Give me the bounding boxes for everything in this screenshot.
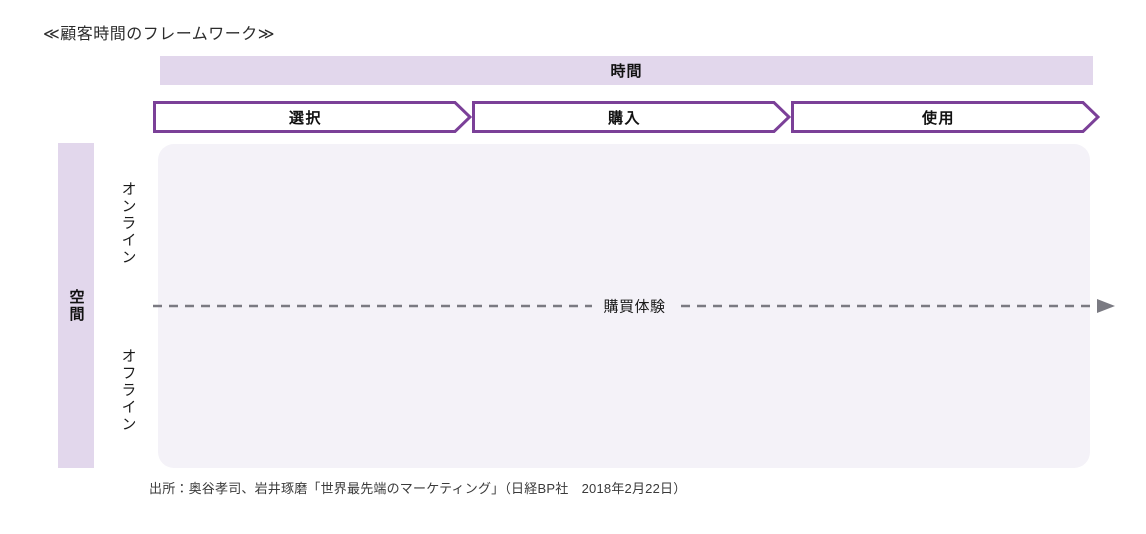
space-segment-label-online: オンライン: [119, 180, 137, 266]
space-axis-label: 空間: [67, 288, 85, 323]
time-axis-band: 時間: [160, 56, 1093, 85]
stage-chevron-selection[interactable]: 選択: [153, 101, 472, 133]
source-note: 出所：奥谷孝司、岩井琢磨「世界最先端のマーケティング」（日経BP社 2018年2…: [149, 481, 687, 496]
stage-chevron-usage[interactable]: 使用: [791, 101, 1100, 133]
purchase-experience-axis: 購買体験: [153, 294, 1116, 318]
space-segment-label-offline: オフライン: [119, 347, 137, 433]
page-title: ≪顧客時間のフレームワーク≫: [43, 26, 276, 43]
arrowhead-right-icon: [1097, 299, 1115, 313]
stage-chevron-row: 選択 購入 使用: [153, 101, 1100, 133]
time-axis-label: 時間: [610, 63, 643, 80]
purchase-experience-label: 購買体験: [591, 295, 678, 317]
space-axis-band: 空間: [58, 143, 94, 468]
stage-chevron-purchase[interactable]: 購入: [472, 101, 791, 133]
